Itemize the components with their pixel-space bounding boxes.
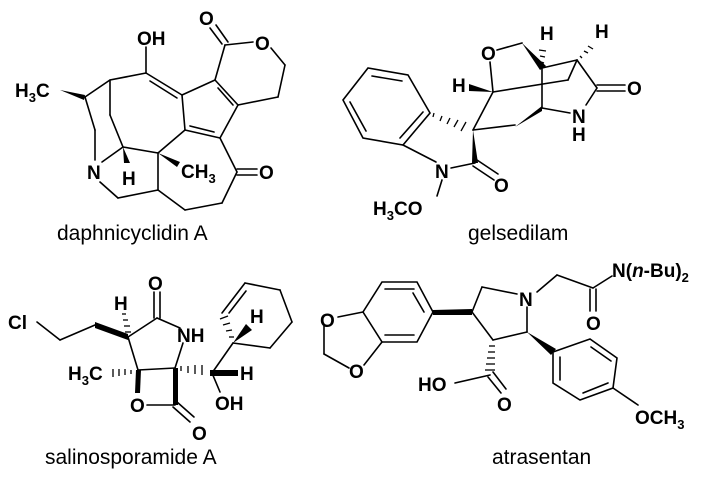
cl-label: Cl <box>8 313 27 334</box>
h-label-carbinol: H <box>240 364 254 385</box>
compound-name-daphnicyclidin: daphnicyclidin A <box>57 222 208 245</box>
carbonyl-o-label: O <box>199 9 214 30</box>
oh-label: OH <box>215 394 244 415</box>
dioxole-o-label-1: O <box>320 311 335 332</box>
ketone-o-label: O <box>259 163 274 184</box>
amide-o-label: O <box>586 314 601 335</box>
lactam-o-label: O <box>627 79 642 100</box>
gelsedilam-structure: O H H H O N H N O H3CO gelsedilam <box>342 22 642 245</box>
daphnicyclidin-a-structure: OH O O H3C N H CH3 O daphnicyclidin A <box>15 9 286 245</box>
ch3-label: CH3 <box>181 162 216 186</box>
lactam-o-label: O <box>148 274 163 295</box>
ring-o-label: O <box>481 44 496 65</box>
ring-o-label: O <box>255 34 270 55</box>
n-label: N <box>435 162 449 183</box>
n-dibutyl-label: N(n-Bu)2 <box>612 261 689 285</box>
h-label-2: H <box>595 22 609 43</box>
h-label: H <box>122 169 136 190</box>
n-label: N <box>87 163 101 184</box>
n-label: N <box>519 290 533 311</box>
nh-label: NH <box>177 326 204 347</box>
h3c-label: H3C <box>15 81 50 105</box>
oh-label: OH <box>137 29 166 50</box>
och3-label: OCH3 <box>635 408 684 432</box>
h-label-ring: H <box>250 307 264 328</box>
lactone-ring-o-label: O <box>130 396 145 417</box>
salinosporamide-a-structure: Cl H O NH H3C O O H H OH salinosporamide… <box>8 274 293 469</box>
nh-h-label: H <box>572 125 586 146</box>
h-label-1: H <box>540 24 554 45</box>
atrasentan-structure: O O N N(n-Bu)2 O HO O OCH3 atrasentan <box>320 261 689 469</box>
oxindole-o-label: O <box>494 176 509 197</box>
h-label: H <box>114 294 128 315</box>
h3co-label: H3CO <box>373 199 422 223</box>
ho-label: HO <box>418 375 447 396</box>
compound-name-gelsedilam: gelsedilam <box>468 222 568 245</box>
nh-n-label: N <box>572 107 586 128</box>
dioxole-o-label-2: O <box>349 362 364 383</box>
acid-o-label: O <box>497 395 512 416</box>
compound-name-atrasentan: atrasentan <box>492 446 591 469</box>
lactone-carbonyl-o-label: O <box>192 424 207 445</box>
h-label-3: H <box>452 76 466 97</box>
h3c-label: H3C <box>68 364 103 388</box>
compound-name-salinosporamide: salinosporamide A <box>45 446 217 469</box>
